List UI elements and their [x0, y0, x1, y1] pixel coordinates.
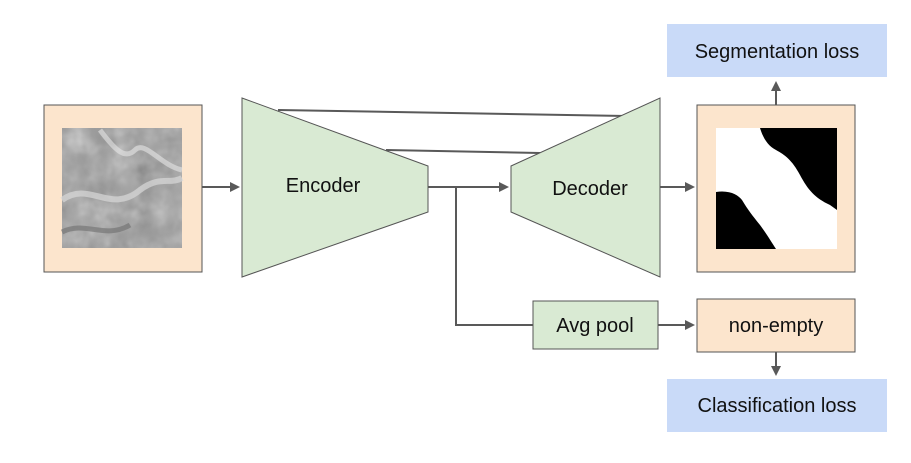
classification-loss-label: Classification loss — [698, 395, 857, 417]
avg-pool-label: Avg pool — [556, 315, 633, 337]
classification-loss-background — [667, 379, 887, 432]
encoder-block: Encoder — [241, 97, 429, 278]
avg-pool-box: Avg pool — [532, 300, 659, 350]
segmentation-output — [696, 104, 856, 273]
input-image — [43, 104, 203, 273]
segmentation-loss-background — [667, 24, 887, 77]
classification-output-box: non-empty — [696, 298, 856, 353]
decoder-label: Decoder — [552, 178, 628, 200]
encoder-shape — [241, 97, 429, 278]
mask-region-top-right — [760, 128, 837, 210]
branch-to-avg-pool — [455, 187, 533, 326]
texture-streak — [60, 175, 184, 203]
skip-connection-outer — [277, 109, 627, 117]
classification-output-label: non-empty — [729, 315, 824, 337]
decoder-shape — [510, 97, 661, 278]
decoder-block: Decoder — [510, 97, 661, 278]
skip-connection-inner — [385, 149, 541, 154]
texture-streak — [60, 222, 132, 235]
texture-streak — [98, 128, 183, 173]
segmentation-loss-box: Segmentation loss — [667, 24, 887, 77]
classification-loss-box: Classification loss — [667, 379, 887, 432]
mask-region-bottom-left — [716, 191, 776, 249]
segmentation-loss-label: Segmentation loss — [695, 41, 860, 63]
encoder-label: Encoder — [286, 175, 361, 197]
